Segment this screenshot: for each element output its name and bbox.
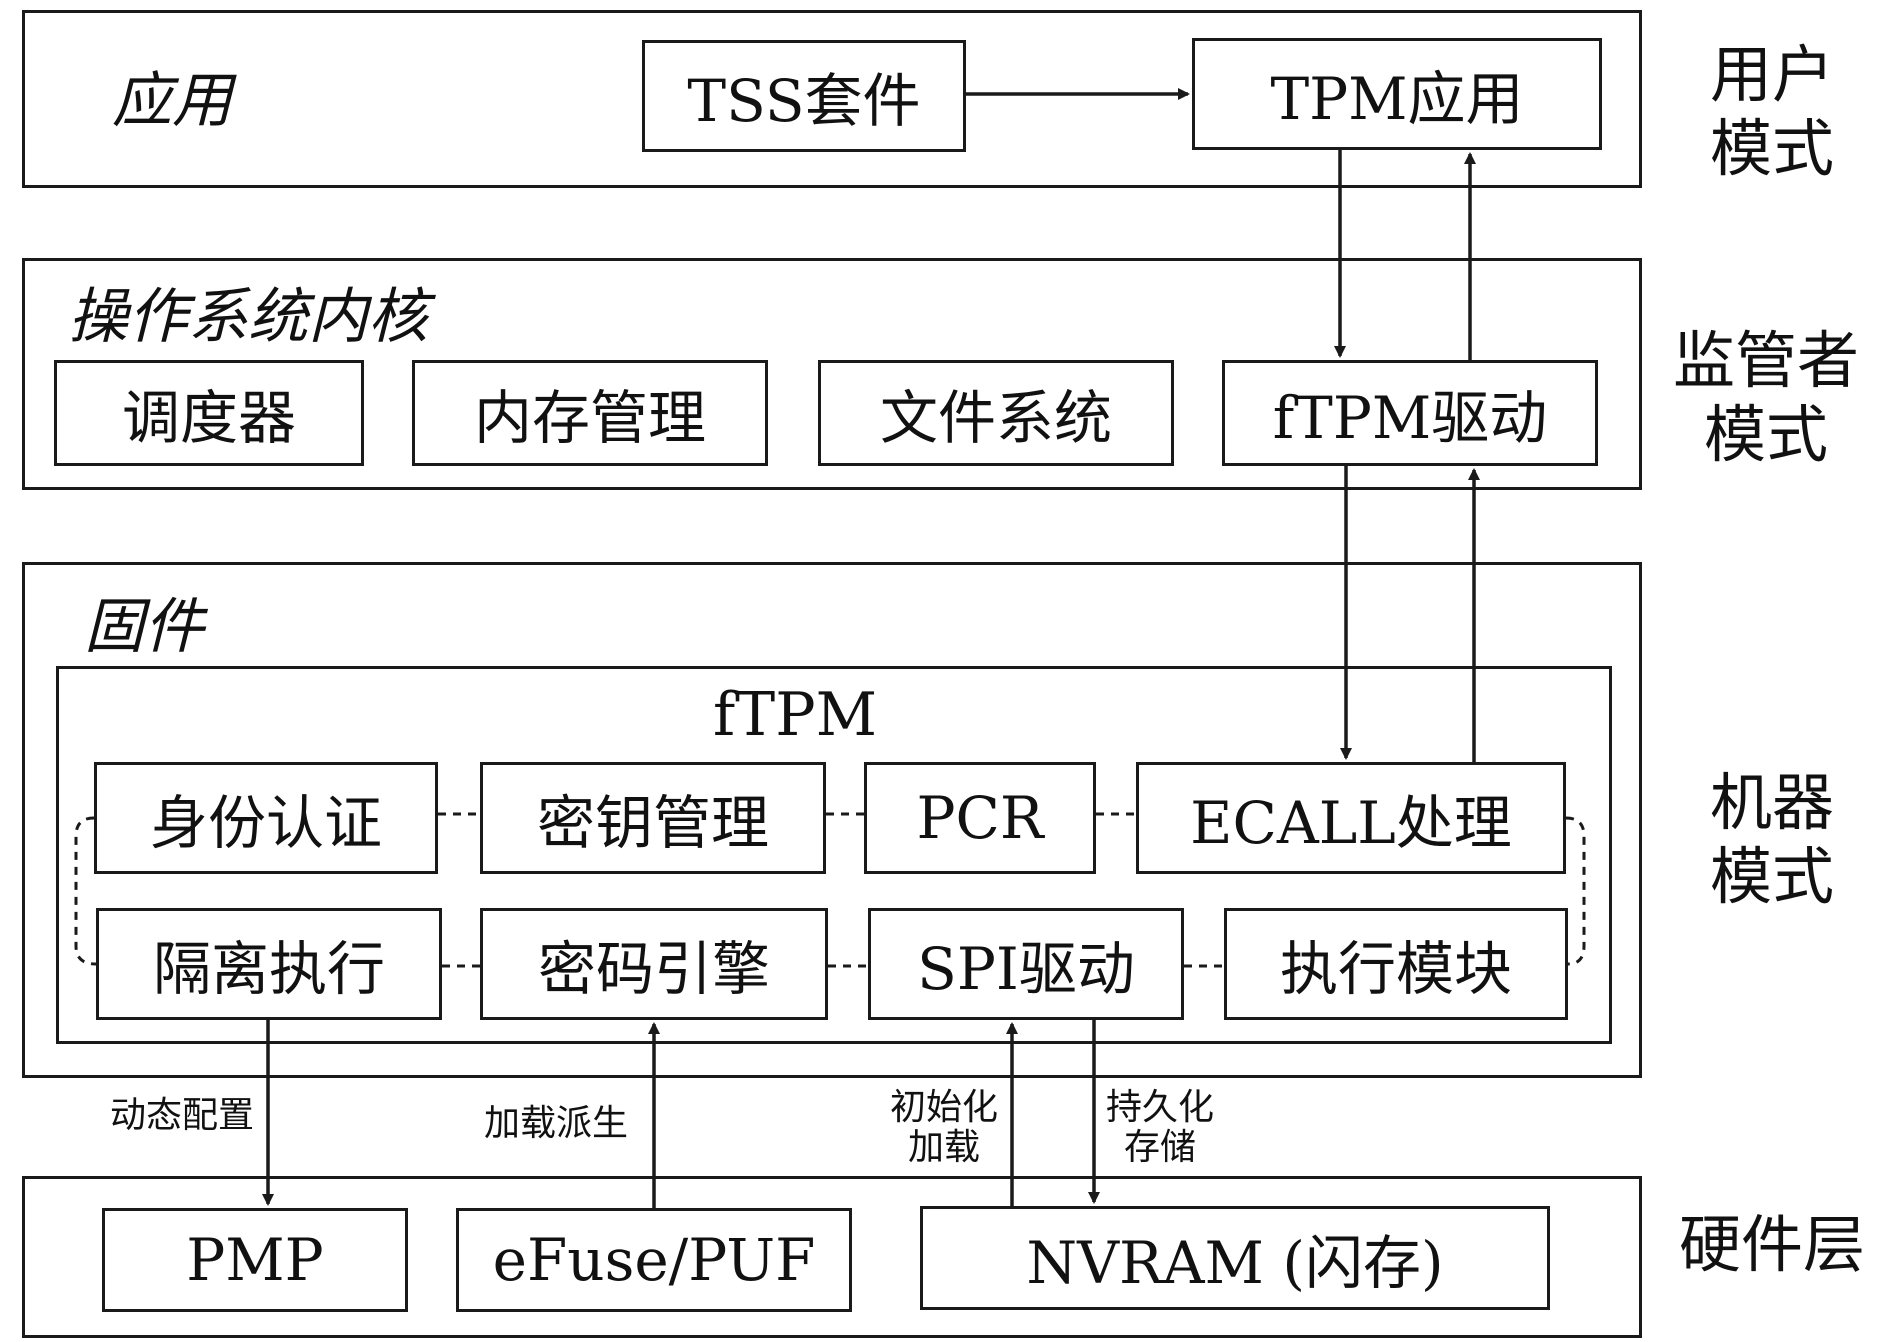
identity-auth-box: 身份认证	[94, 762, 438, 874]
pcr-box: PCR	[864, 762, 1096, 874]
firmware-layer-title: 固件	[84, 592, 204, 662]
application-layer-title: 应用	[112, 66, 232, 136]
pmp-box: PMP	[102, 1208, 408, 1312]
spi-driver-box: SPI驱动	[868, 908, 1184, 1020]
memory-management-box: 内存管理	[412, 360, 768, 466]
hardware-layer	[22, 1176, 1642, 1338]
hardware-layer-label: 硬件层	[1678, 1208, 1865, 1281]
ecall-handler-box: ECALL处理	[1136, 762, 1566, 874]
supervisor-mode-label: 监管者 模式	[1672, 324, 1859, 471]
load-derive-label: 加载派生	[484, 1103, 629, 1144]
dynamic-config-label: 动态配置	[110, 1095, 255, 1136]
kernel-layer-title: 操作系统内核	[68, 282, 428, 352]
key-management-box: 密钥管理	[480, 762, 826, 874]
isolated-execution-box: 隔离执行	[96, 908, 442, 1020]
ftpm-container	[56, 666, 1612, 1044]
kernel-layer	[22, 258, 1642, 490]
scheduler-box: 调度器	[54, 360, 364, 466]
persist-store-label: 持久化 存储	[1106, 1087, 1215, 1168]
execution-module-box: 执行模块	[1224, 908, 1568, 1020]
user-mode-label: 用户 模式	[1709, 38, 1834, 185]
tss-suite-box: TSS套件	[642, 40, 966, 152]
file-system-box: 文件系统	[818, 360, 1174, 466]
ftpm-title: fTPM	[712, 680, 878, 750]
tpm-app-box: TPM应用	[1192, 38, 1602, 150]
crypto-engine-box: 密码引擎	[480, 908, 828, 1020]
efuse-puf-box: eFuse/PUF	[456, 1208, 852, 1312]
application-layer	[22, 10, 1642, 188]
firmware-layer	[22, 562, 1642, 1078]
init-load-label: 初始化 加载	[890, 1087, 999, 1168]
ftpm-driver-box: fTPM驱动	[1222, 360, 1598, 466]
nvram-box: NVRAM (闪存)	[920, 1206, 1550, 1310]
machine-mode-label: 机器 模式	[1709, 766, 1834, 913]
